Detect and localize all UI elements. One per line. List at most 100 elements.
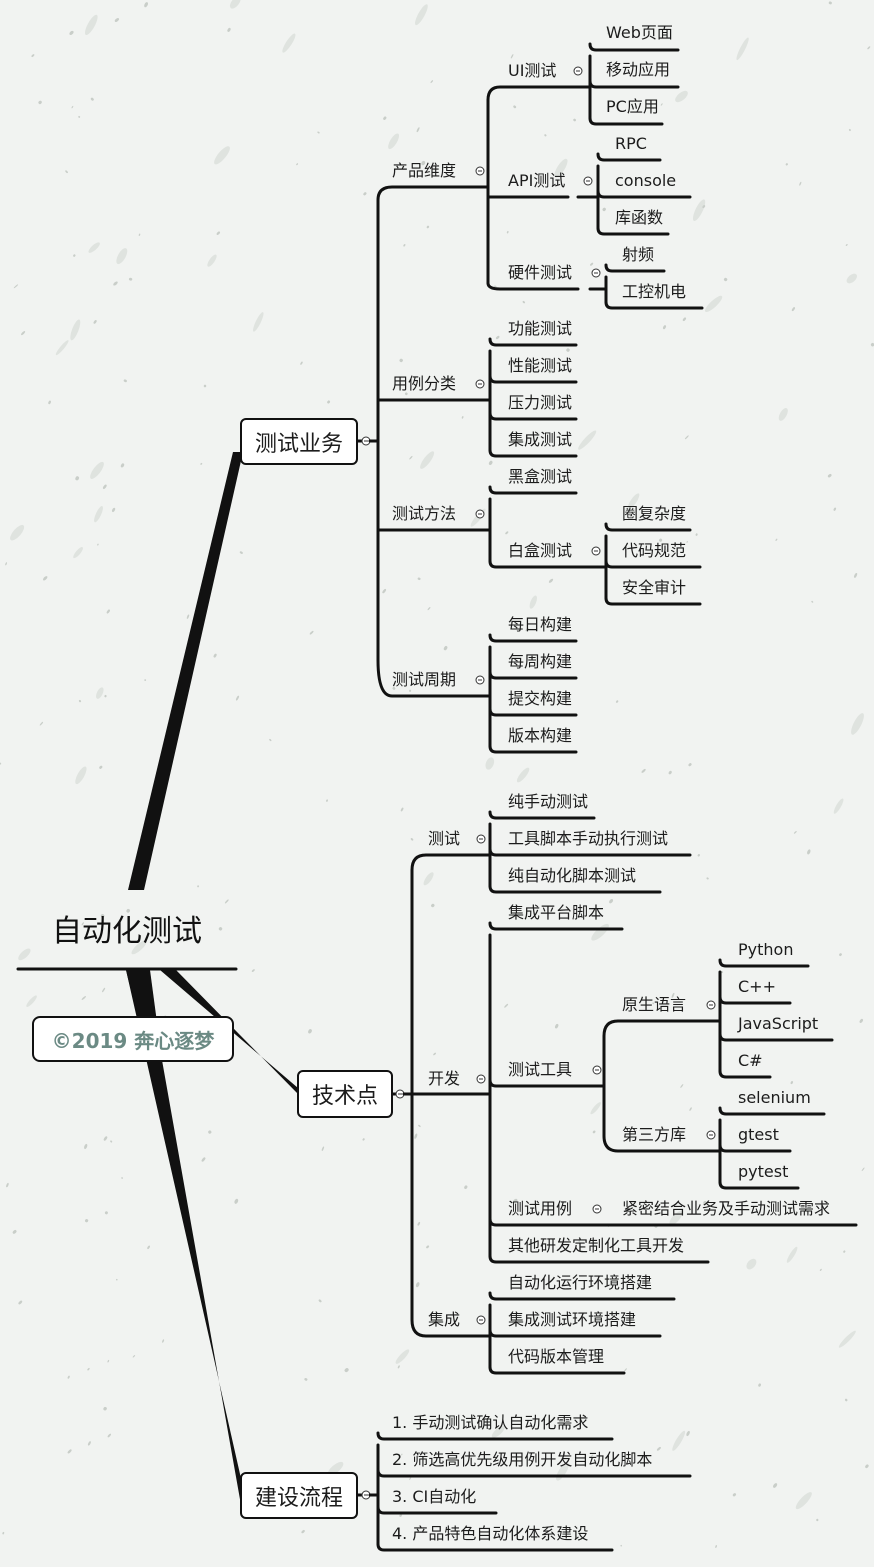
node-lib-functions[interactable]: 库函数 [615,208,664,227]
node-ui-test[interactable]: UI测试 [508,61,557,80]
node-industrial-control[interactable]: 工控机电 [622,282,687,301]
background-speckle [609,898,614,904]
node-test-method[interactable]: 测试方法 [392,504,457,523]
node-cyclomatic[interactable]: 圈复杂度 [622,504,687,523]
node-code-standard[interactable]: 代码规范 [622,541,687,560]
node-rpc[interactable]: RPC [615,134,647,153]
background-speckle [75,766,87,785]
integ-items-branch [488,1291,676,1301]
node-manual-test[interactable]: 纯手动测试 [508,792,589,811]
tools-to-third [602,1084,702,1153]
background-speckle [704,295,723,313]
background-speckle [405,392,408,396]
background-speckle [218,927,223,931]
node-csharp[interactable]: C# [738,1051,763,1070]
background-speckle [362,1138,365,1141]
node-daily-build[interactable]: 每日构建 [508,615,573,634]
background-speckle [73,547,83,559]
background-speckle [106,609,110,614]
node-product-dimension[interactable]: 产品维度 [392,161,457,180]
node-stress-test[interactable]: 压力测试 [508,393,573,412]
node-third-party-lib[interactable]: 第三方库 [622,1125,687,1144]
dev-items-branch [488,1217,592,1227]
node-security-audit[interactable]: 安全审计 [622,578,687,597]
node-integration-test[interactable]: 集成测试 [508,430,573,449]
node-full-auto-script[interactable]: 纯自动化脚本测试 [508,866,637,885]
node-pytest[interactable]: pytest [738,1162,789,1181]
node-test-cycle[interactable]: 测试周期 [392,670,457,689]
node-release-build[interactable]: 版本构建 [508,726,573,745]
topic-tech[interactable]: 技术点 [297,1070,393,1118]
background-speckle [5,562,7,566]
background-speckle [126,908,130,913]
node-hardware-test[interactable]: 硬件测试 [508,263,573,282]
background-speckle [395,1349,410,1364]
node-python[interactable]: Python [738,940,794,959]
node-auto-env[interactable]: 自动化运行环境搭建 [508,1273,653,1292]
integ-items-branch [488,1365,626,1375]
node-platform-script[interactable]: 集成平台脚本 [508,903,605,922]
node-tech-integration[interactable]: 集成 [428,1310,461,1329]
background-speckle [846,273,857,284]
background-speckle [697,854,700,857]
node-tech-dev[interactable]: 开发 [428,1069,461,1088]
node-api-test[interactable]: API测试 [508,171,566,190]
tech-to-integ [410,1092,490,1338]
background-speckle [144,2,149,8]
background-speckle [607,32,610,35]
background-speckle [555,1023,559,1029]
node-step-1[interactable]: 1. 手动测试确认自动化需求 [392,1413,589,1432]
background-speckle [229,0,241,9]
node-step-2[interactable]: 2. 筛选高优先级用例开发自动化脚本 [392,1450,653,1469]
third-items-branch [718,1180,800,1190]
node-step-3[interactable]: 3. CI自动化 [392,1487,477,1506]
node-console[interactable]: console [615,171,677,190]
node-business-combined[interactable]: 紧密结合业务及手动测试需求 [622,1199,831,1218]
node-test-tools[interactable]: 测试工具 [508,1060,573,1079]
background-speckle [38,100,42,105]
cycle-items-branch [488,633,578,643]
background-speckle [116,248,128,265]
node-cpp[interactable]: C++ [738,977,776,996]
build-items-branch [376,1505,498,1515]
topic-build[interactable]: 建设流程 [240,1472,358,1519]
node-functional-test[interactable]: 功能测试 [508,319,573,338]
background-speckle [304,1378,308,1381]
node-step-4[interactable]: 4. 产品特色自动化体系建设 [392,1524,589,1543]
node-custom-tools[interactable]: 其他研发定制化工具开发 [508,1236,685,1255]
node-performance-test[interactable]: 性能测试 [508,356,573,375]
background-speckle [123,379,127,383]
node-selenium[interactable]: selenium [738,1088,811,1107]
background-speckle [833,507,837,511]
background-speckle [819,1268,822,1272]
node-case-category[interactable]: 用例分类 [392,374,457,393]
node-tech-test[interactable]: 测试 [428,829,461,848]
background-speckle [409,689,412,692]
node-weekly-build[interactable]: 每周构建 [508,652,573,671]
node-white-box[interactable]: 白盒测试 [508,541,573,560]
background-speckle [746,1258,757,1270]
background-speckle [867,46,871,50]
background-speckle [736,37,749,61]
background-speckle [213,653,217,658]
node-web-page[interactable]: Web页面 [606,23,673,42]
node-rf[interactable]: 射频 [622,245,655,264]
background-speckle [417,1221,421,1226]
node-javascript[interactable]: JavaScript [738,1014,819,1033]
node-tool-script-manual[interactable]: 工具脚本手动执行测试 [508,829,669,848]
background-speckle [611,875,615,880]
background-speckle [131,940,147,955]
topic-business[interactable]: 测试业务 [240,418,358,465]
node-gtest[interactable]: gtest [738,1125,779,1144]
node-test-cases[interactable]: 测试用例 [508,1199,573,1218]
white-items-branch [604,596,702,606]
node-commit-build[interactable]: 提交构建 [508,689,573,708]
node-black-box[interactable]: 黑盒测试 [508,467,573,486]
node-native-language[interactable]: 原生语言 [622,995,687,1014]
node-integ-env[interactable]: 集成测试环境搭建 [508,1310,637,1329]
background-speckle [239,551,243,554]
node-mobile-app[interactable]: 移动应用 [606,60,671,79]
node-pc-app[interactable]: PC应用 [606,97,659,116]
background-speckle [506,230,509,234]
node-version-mgmt[interactable]: 代码版本管理 [508,1347,605,1366]
